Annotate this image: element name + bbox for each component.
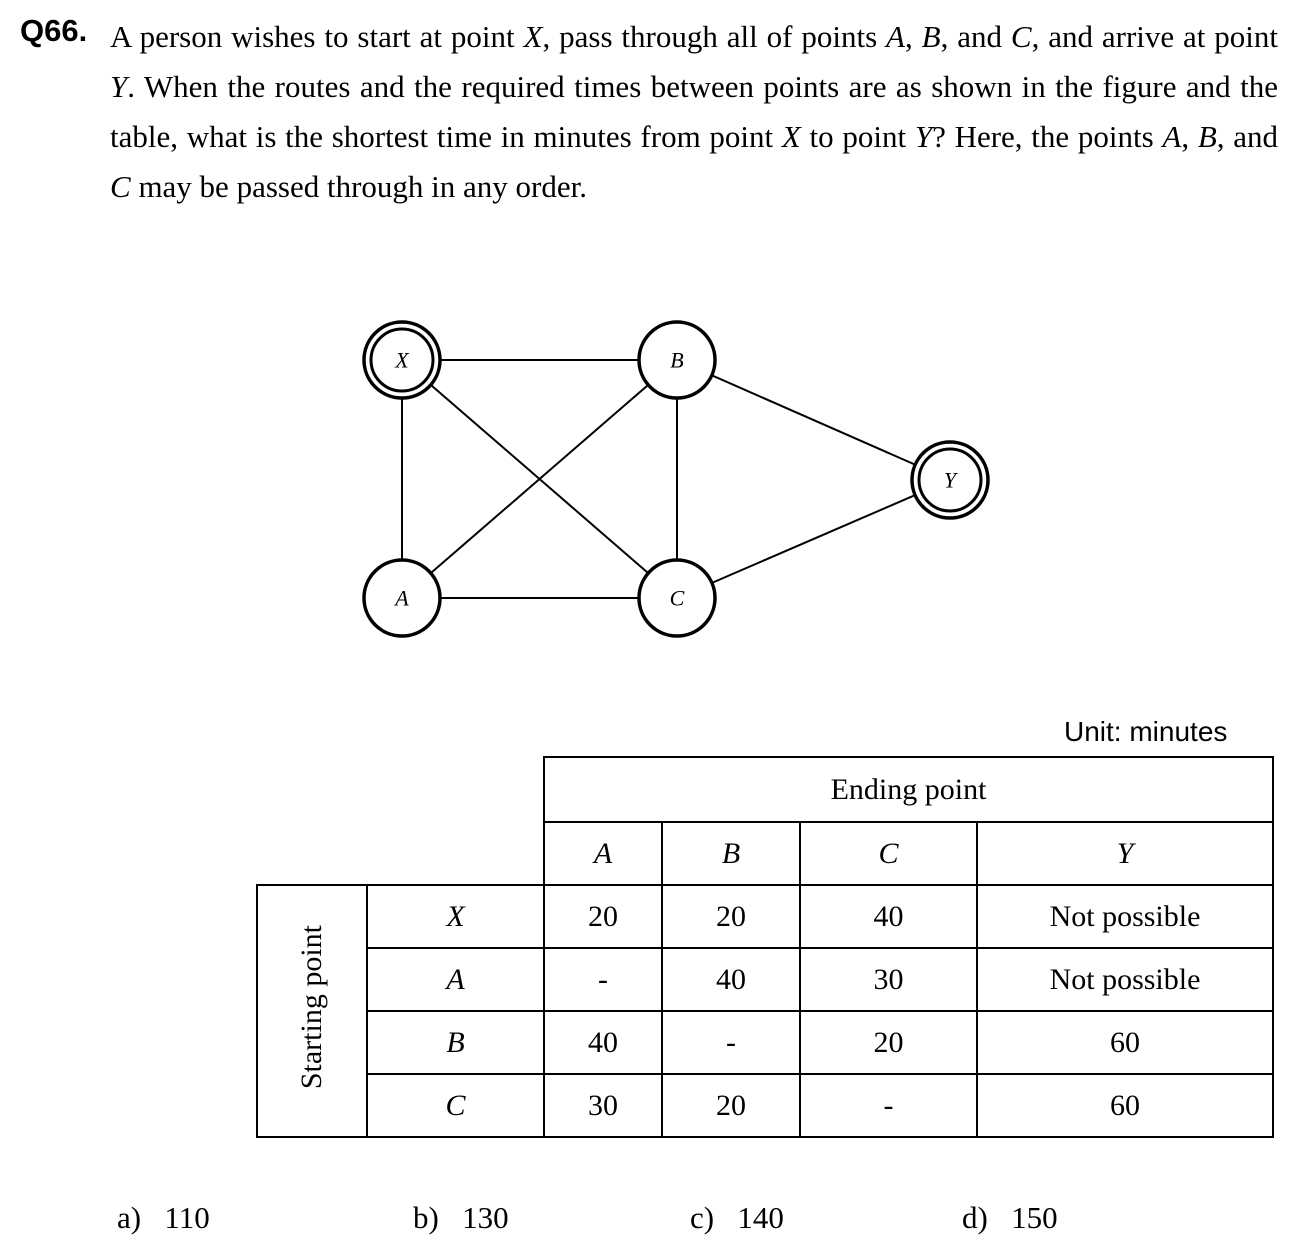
- node-Y: Y: [910, 440, 990, 520]
- table-cell: Not possible: [976, 947, 1274, 1012]
- question-text: A person wishes to start at point X, pas…: [110, 19, 1279, 204]
- table-cell: 40: [543, 1010, 663, 1075]
- column-header: Y: [976, 821, 1274, 886]
- edge-A-B: [401, 359, 678, 599]
- node-B: B: [637, 320, 717, 400]
- starting-point-header: Starting point: [256, 884, 368, 1138]
- row-header: X: [366, 884, 545, 949]
- option-a[interactable]: a) 110: [117, 1200, 210, 1235]
- node-C: C: [637, 558, 717, 638]
- table-cell: 20: [661, 1073, 801, 1138]
- table-cell: 30: [543, 1073, 663, 1138]
- table-row: Starting point X 20 20 40 Not possible: [256, 884, 1274, 1138]
- edge-B-Y: [676, 359, 951, 481]
- table-cell: 20: [799, 1010, 978, 1075]
- node-X: X: [362, 320, 442, 400]
- option-d[interactable]: d) 150: [962, 1200, 1058, 1235]
- table-cell: 40: [799, 884, 978, 949]
- column-header: A: [543, 821, 663, 886]
- table-row: A - 40 30 Not possible: [257, 947, 1274, 1012]
- node-label: B: [670, 348, 683, 373]
- ending-point-header: Ending point: [543, 756, 1274, 823]
- table-row: C 30 20 - 60: [257, 1073, 1274, 1138]
- option-b[interactable]: b) 130: [413, 1200, 509, 1235]
- question-number: Q66.: [20, 13, 88, 48]
- route-graph: X B A C Y: [362, 320, 990, 638]
- table-cell: 60: [976, 1010, 1274, 1075]
- table-row: B 40 - 20 60: [257, 1010, 1274, 1075]
- table-cell: 20: [543, 884, 663, 949]
- table-cell: 40: [661, 947, 801, 1012]
- travel-time-table: Ending point A B C Y Starting point X 20…: [256, 756, 1274, 1138]
- node-A: A: [362, 558, 442, 638]
- node-label: Y: [944, 468, 959, 493]
- node-label: C: [670, 586, 685, 611]
- option-c[interactable]: c) 140: [690, 1200, 784, 1235]
- table-cell: Not possible: [976, 884, 1274, 949]
- table-cell: -: [543, 947, 663, 1012]
- table-cell: 60: [976, 1073, 1274, 1138]
- unit-label: Unit: minutes: [1064, 716, 1228, 747]
- table-cell: -: [661, 1010, 801, 1075]
- node-label: A: [393, 586, 409, 611]
- node-label: X: [394, 348, 410, 373]
- row-header: A: [366, 947, 545, 1012]
- row-header: B: [366, 1010, 545, 1075]
- edge-C-Y: [676, 479, 951, 599]
- table-cell: 30: [799, 947, 978, 1012]
- row-header: C: [366, 1073, 545, 1138]
- column-header: C: [799, 821, 978, 886]
- table-cell: 20: [661, 884, 801, 949]
- table-cell: -: [799, 1073, 978, 1138]
- column-header: B: [661, 821, 801, 886]
